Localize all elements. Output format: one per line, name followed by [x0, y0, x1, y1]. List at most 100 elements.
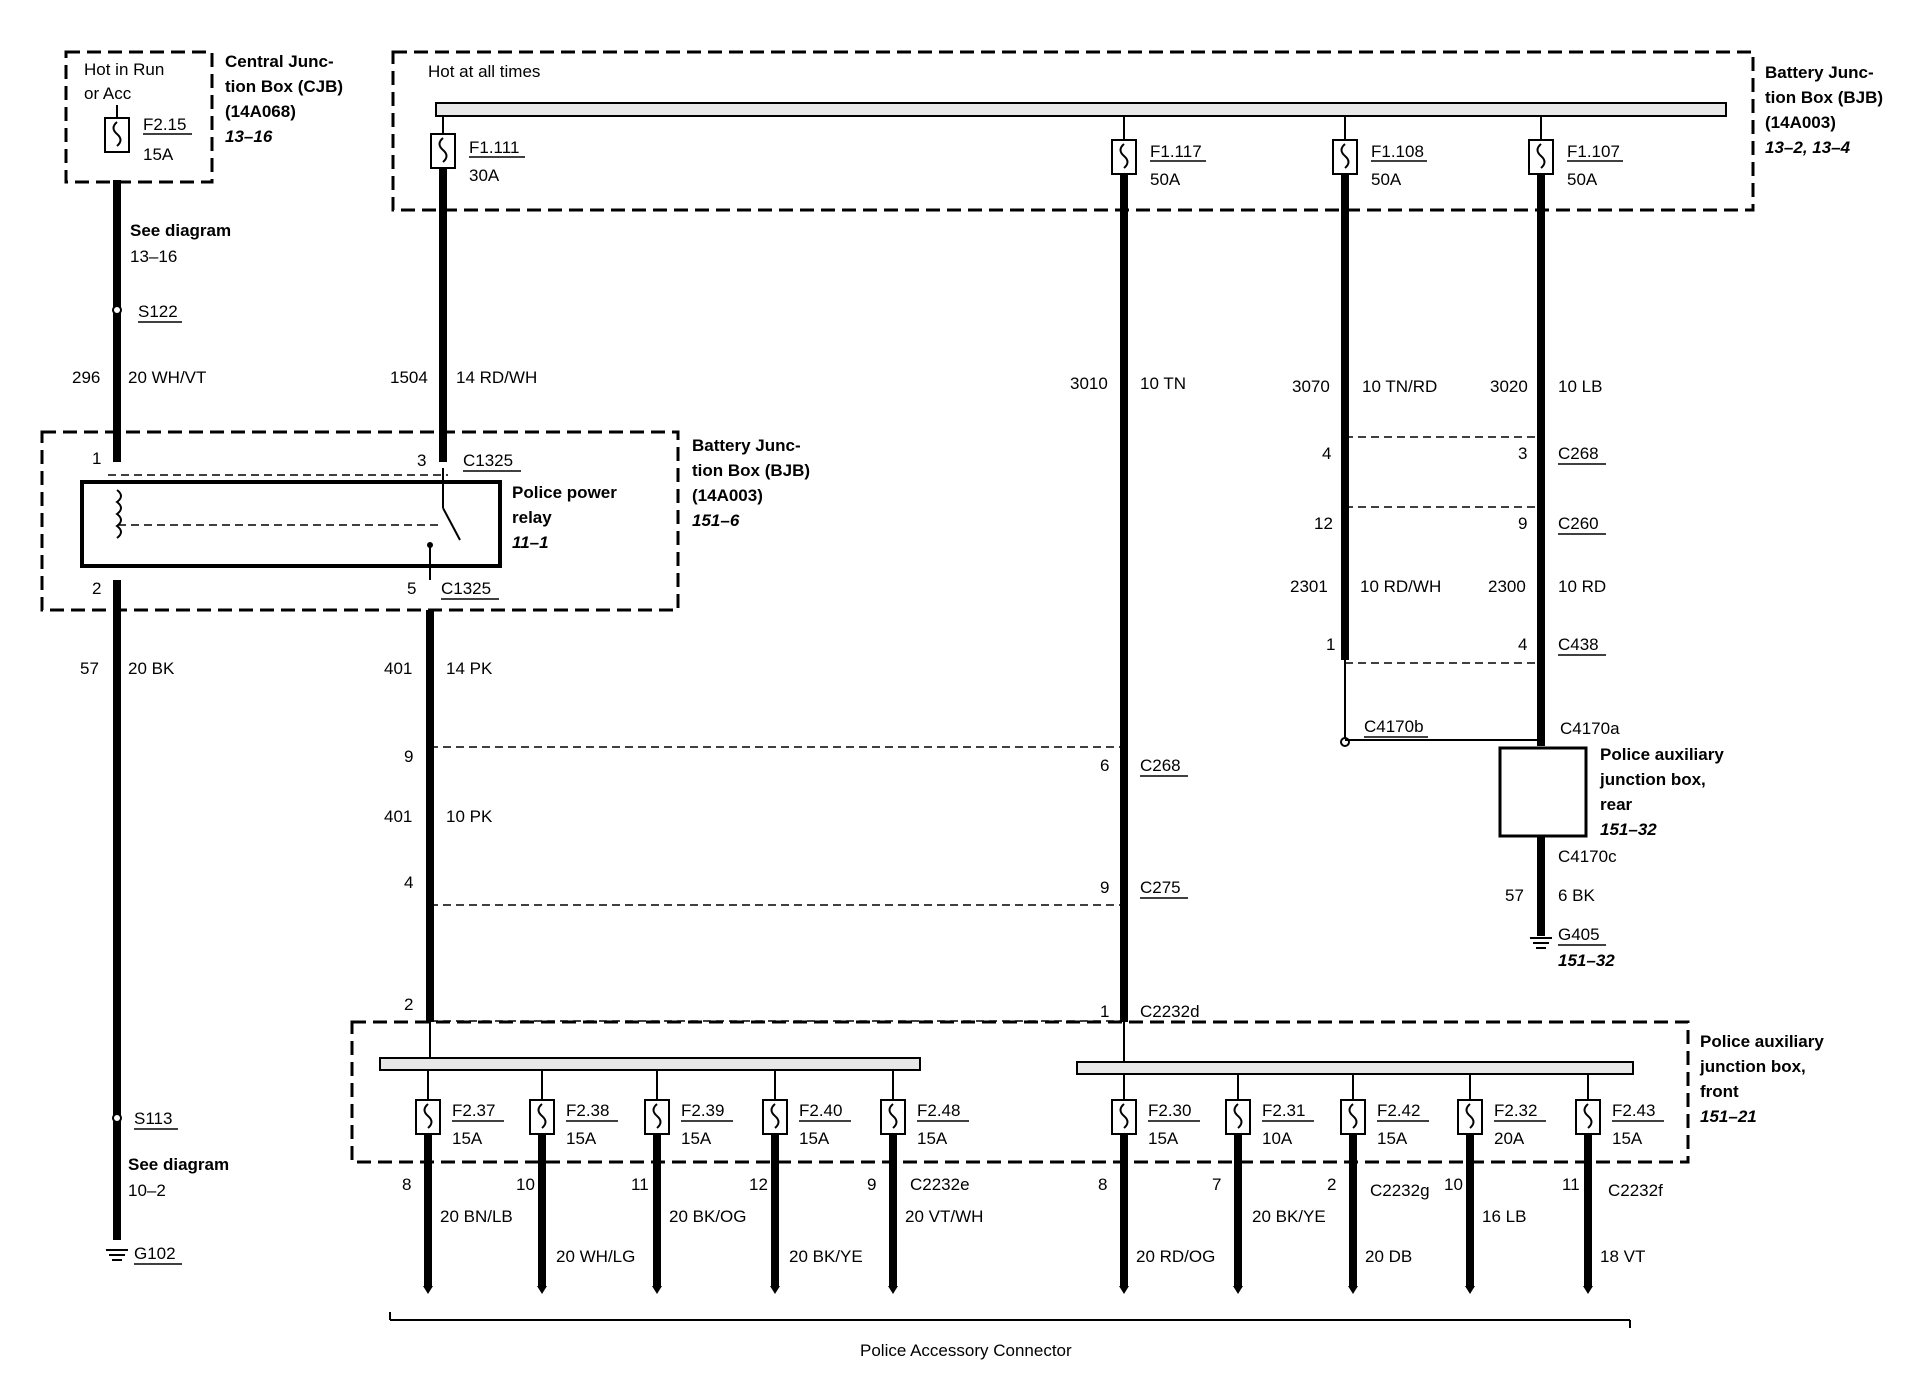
fuse-f1-111: F1.111 30A: [430, 116, 525, 185]
central-junction-box-outline: [64, 50, 214, 184]
fuse-id: F2.42: [1377, 1101, 1420, 1120]
connector-c2232f: C2232f: [1608, 1181, 1663, 1200]
pin-6-c268: 6: [1100, 756, 1109, 775]
aux-front-bus-left: [379, 1057, 921, 1071]
output-wire-8: 220 DB: [1327, 1134, 1412, 1294]
bjb-relay-title-3: (14A003): [692, 486, 763, 505]
relay-pin-5: 5: [407, 579, 416, 598]
aux-rear-title-3: rear: [1600, 795, 1633, 814]
splice-s113: [112, 1113, 122, 1123]
fuse-amp: 15A: [1148, 1129, 1179, 1148]
fuse-id: F2.31: [1262, 1101, 1305, 1120]
output-wire-color: 20 WH/LG: [556, 1247, 635, 1266]
output-pin: 11: [1562, 1175, 1580, 1194]
output-wire-color: 20 BK/YE: [1252, 1207, 1326, 1226]
wire-57-left-color: 20 BK: [128, 659, 175, 678]
see-diagram-label-2: See diagram: [128, 1155, 229, 1174]
output-wire-10: 11 18 VT: [1562, 1134, 1645, 1294]
splice-s122-label: S122: [138, 302, 178, 321]
fuse-f2-15-amp: 15A: [143, 145, 174, 164]
circuit-401-b: 401: [384, 807, 412, 826]
relay-pin-1: 1: [92, 449, 101, 468]
aux-front-title-3: front: [1700, 1082, 1739, 1101]
connector-c2232d: C2232d: [1140, 1002, 1200, 1021]
fuse-id: F2.32: [1494, 1101, 1537, 1120]
output-pin: 9: [867, 1175, 876, 1194]
fuse-id: F2.30: [1148, 1101, 1191, 1120]
relay-coil-icon: [115, 489, 122, 539]
fuse-id: F2.40: [799, 1101, 842, 1120]
connector-c1325-bottom: C1325: [441, 579, 491, 598]
output-wire-color: 16 LB: [1482, 1207, 1526, 1226]
connector-c2232g: C2232g: [1370, 1181, 1430, 1200]
ground-g102-label: G102: [134, 1244, 176, 1263]
connector-c275: C275: [1140, 878, 1181, 897]
circuit-57-left: 57: [80, 659, 99, 678]
pin-9-c275: 9: [1100, 878, 1109, 897]
bjb-top-bus-bar: [435, 102, 1727, 117]
circuit-296: 296: [72, 368, 100, 387]
front-fuses: F2.3715AF2.3815AF2.3915AF2.4015AF2.4815A…: [415, 1070, 1664, 1148]
connector-c2232e: C2232e: [910, 1175, 970, 1194]
wire-3020-color: 10 LB: [1558, 377, 1602, 396]
pin-4-c275: 4: [404, 873, 413, 892]
circuit-1504: 1504: [390, 368, 428, 387]
output-wire-6: 8 20 RD/OG: [1098, 1134, 1215, 1294]
relay-pin-2: 2: [92, 579, 101, 598]
police-aux-junction-rear: [1498, 746, 1588, 838]
aux-front-title-1: Police auxiliary: [1700, 1032, 1824, 1051]
ground-g405-label: G405: [1558, 925, 1600, 944]
output-wire-color: 20 RD/OG: [1136, 1247, 1215, 1266]
output-wire-1: 820 BN/LB: [402, 1134, 513, 1294]
fuse-f1-111-id: F1.111: [469, 138, 519, 157]
connector-c4170b: C4170b: [1364, 717, 1424, 736]
ground-g405-icon: [1530, 937, 1552, 949]
fuse-f2-15: F2.15 15A: [104, 105, 192, 164]
aux-rear-title-1: Police auxiliary: [1600, 745, 1724, 764]
wire-1504-color: 14 RD/WH: [456, 368, 537, 387]
wire-401-color-a: 14 PK: [446, 659, 493, 678]
fuse-id: F2.48: [917, 1101, 960, 1120]
fuse-amp: 15A: [566, 1129, 597, 1148]
output-wire-color: 18 VT: [1600, 1247, 1645, 1266]
fuse-amp: 15A: [1377, 1129, 1408, 1148]
wire-3070-color: 10 TN/RD: [1362, 377, 1437, 396]
wire-2300-color: 10 RD: [1558, 577, 1606, 596]
splice-s113-label: S113: [134, 1109, 172, 1128]
police-aux-junction-front-outline: [350, 1020, 1690, 1164]
bjb-top-title-ref: 13–2, 13–4: [1765, 138, 1851, 157]
connector-c4170c: C4170c: [1558, 847, 1617, 866]
relay-title-1: Police power: [512, 483, 617, 502]
circuit-3010: 3010: [1070, 374, 1108, 393]
bjb-top-title-1: Battery Junc-: [1765, 63, 1874, 82]
ground-g405-ref: 151–32: [1558, 951, 1615, 970]
cjb-title-3: (14A068): [225, 102, 296, 121]
output-pin: 8: [1098, 1175, 1107, 1194]
output-pin: 12: [749, 1175, 768, 1194]
bjb-top-title-3: (14A003): [1765, 113, 1836, 132]
fuse-f1-117: F1.117 50A: [1111, 116, 1206, 189]
splice-s122: [112, 305, 122, 315]
fuse-f1-107-id: F1.107: [1567, 142, 1620, 161]
wire-296-color: 20 WH/VT: [128, 368, 206, 387]
bjb-relay-title-ref: 151–6: [692, 511, 740, 530]
bjb-hot-label: Hot at all times: [428, 62, 540, 81]
output-wire-color: 20 BK/YE: [789, 1247, 863, 1266]
fuse-amp: 10A: [1262, 1129, 1293, 1148]
connector-c438: C438: [1558, 635, 1599, 654]
fuse-f1-111-amp: 30A: [469, 166, 500, 185]
police-power-relay: [80, 480, 502, 568]
fuse-f2-15-id: F2.15: [143, 115, 186, 134]
bjb-top-title-2: tion Box (BJB): [1765, 88, 1883, 107]
relay-title-2: relay: [512, 508, 552, 527]
circuit-2300: 2300: [1488, 577, 1526, 596]
output-pin: 11: [631, 1175, 649, 1194]
connector-c1325-top: C1325: [463, 451, 513, 470]
circuit-57-right: 57: [1505, 886, 1524, 905]
wire-57-right-color: 6 BK: [1558, 886, 1596, 905]
